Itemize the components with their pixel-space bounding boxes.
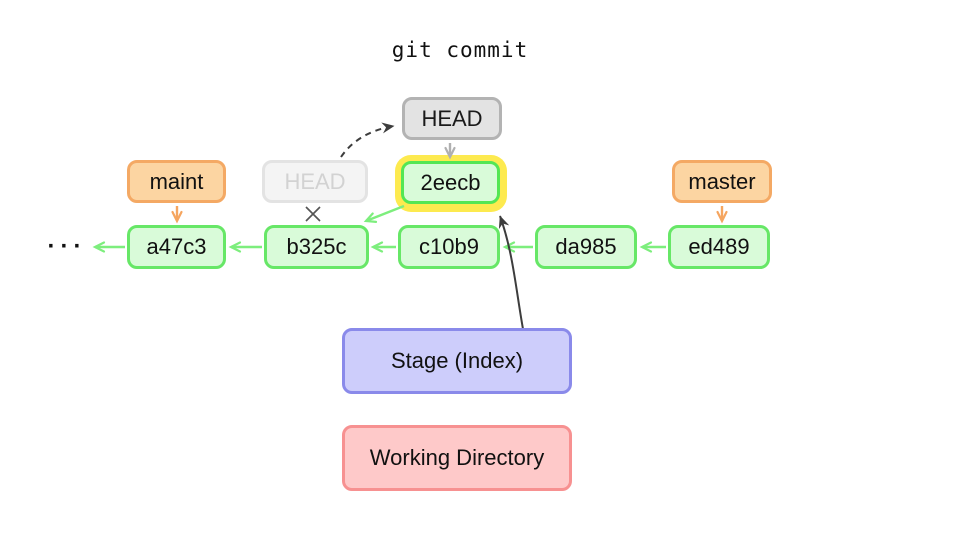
previous-head-node: HEAD [262,160,368,203]
arrow-head-moved [340,122,395,158]
stage-index-label: Stage (Index) [390,348,524,373]
commit-label: da985 [555,234,617,259]
arrow-stage-to-2eecb [498,215,524,330]
working-directory-box: Working Directory [342,425,572,491]
commit-label: b325c [286,234,347,259]
arrow-2eecb-to-b325c [363,204,405,223]
head-node: HEAD [402,97,502,140]
commit-label: c10b9 [419,234,479,259]
branch-maint-label: maint [149,168,204,194]
stage-index-box: Stage (Index) [342,328,572,394]
commit-node-c10b9: c10b9 [398,225,500,269]
commit-node-da985: da985 [535,225,637,269]
commit-node-ed489: ed489 [668,225,770,269]
branch-master-label: master [688,168,756,194]
diagram-title: git commit [391,38,529,62]
commit-label: ed489 [688,234,750,259]
branch-node-maint: maint [127,160,226,203]
new-commit-node-highlighted: 2eecb [395,155,507,212]
older-commits-ellipsis: ··· [47,233,87,260]
cross-mark-old-head-pointer [305,206,321,222]
working-directory-label: Working Directory [369,445,545,470]
head-label: HEAD [421,105,483,131]
new-commit-label: 2eecb [420,169,481,195]
branch-node-master: master [672,160,772,203]
commit-node-a47c3: a47c3 [127,225,226,269]
previous-head-label: HEAD [284,168,346,194]
commit-node-b325c: b325c [264,225,369,269]
commit-label: a47c3 [146,234,207,259]
